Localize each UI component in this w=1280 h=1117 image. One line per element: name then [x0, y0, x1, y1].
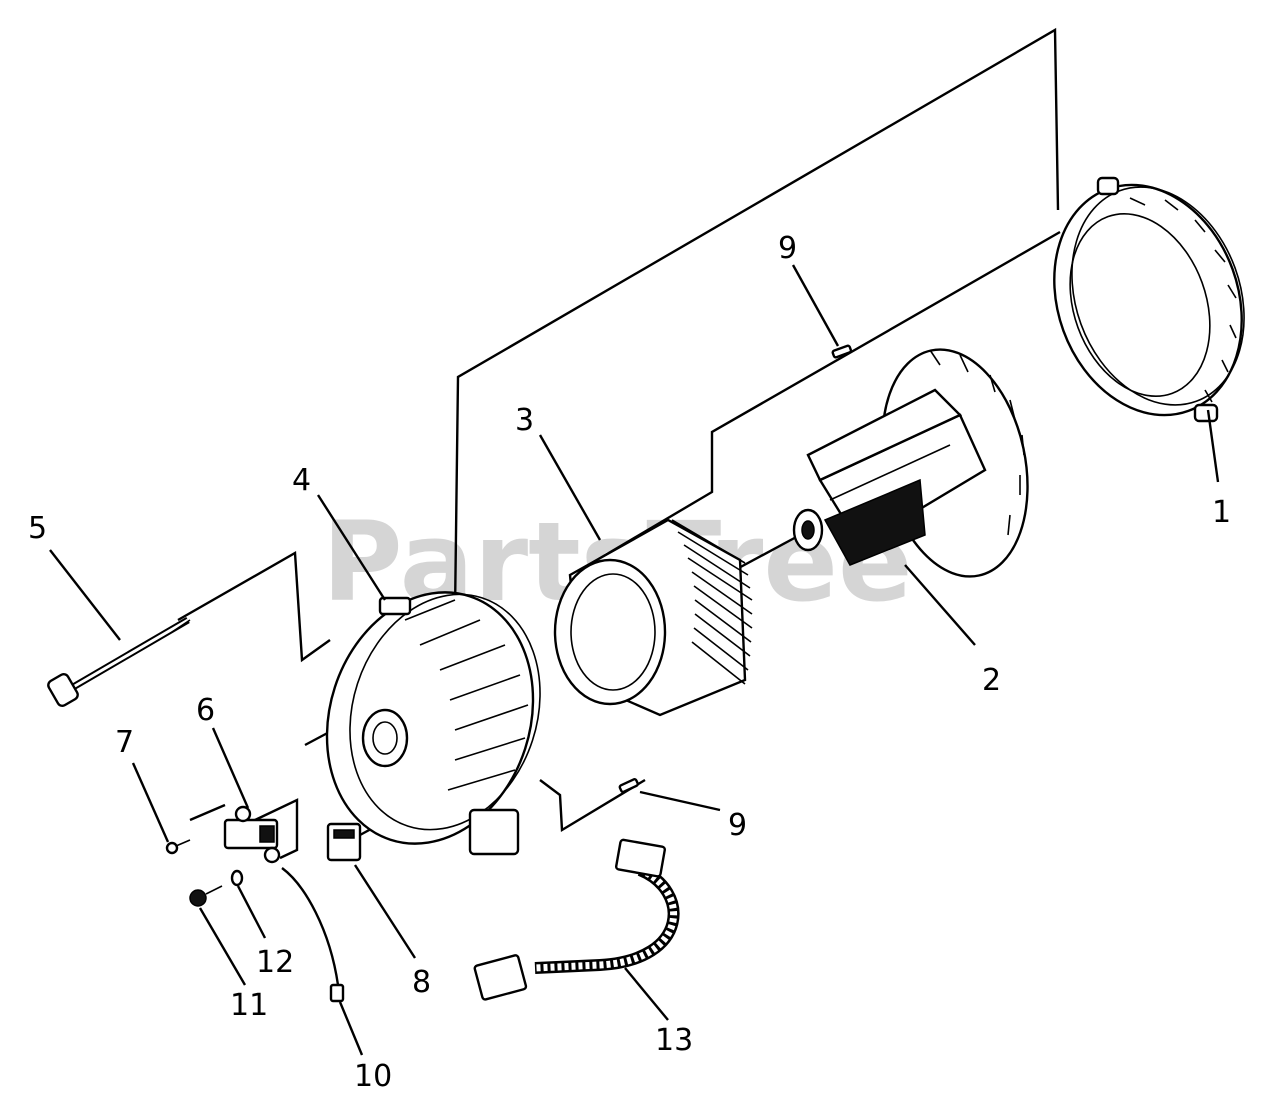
leader-1 [1206, 409, 1220, 483]
assembly-line-rotor-shaft [734, 533, 801, 572]
leader-7 [131, 762, 170, 843]
callout-1: 1 [1212, 495, 1231, 530]
part-rotor [792, 348, 1029, 578]
part-ground-screw [189, 885, 223, 907]
callout-9-bottom: 9 [728, 808, 747, 843]
assembly-line-brush [254, 798, 299, 860]
leader-9b [639, 790, 721, 812]
part-ground-wire [263, 846, 345, 1003]
callout-6: 6 [196, 693, 215, 728]
callout-12: 12 [256, 945, 294, 980]
part-through-bolt [47, 616, 191, 707]
callout-9-top: 9 [778, 231, 797, 266]
part-end-bell [325, 591, 541, 856]
callout-7: 7 [115, 725, 134, 760]
leader-10 [338, 1001, 364, 1056]
part-screw [165, 839, 191, 855]
leader-5 [49, 549, 121, 641]
leader-9a [791, 264, 840, 347]
part-rear-housing [1053, 176, 1245, 423]
callout-8: 8 [412, 965, 431, 1000]
leader-2 [904, 564, 976, 646]
callout-13: 13 [655, 1023, 693, 1058]
part-stator [553, 518, 753, 717]
leader-11 [198, 907, 247, 986]
callout-4: 4 [292, 463, 311, 498]
assembly-line-top [453, 27, 1060, 613]
part-washer [230, 869, 244, 887]
part-brush-assembly [223, 805, 279, 850]
leader-6 [211, 727, 250, 809]
part-pins [618, 344, 853, 794]
callout-11: 11 [230, 988, 268, 1023]
callout-labels: 1 2 3 4 5 6 7 8 9 9 10 11 12 13 [28, 231, 1231, 1094]
callout-2: 2 [982, 663, 1001, 698]
leader-lines [49, 264, 1220, 1056]
part-wire-harness [473, 838, 680, 1001]
leader-3 [538, 434, 602, 541]
assembly-line-screw [189, 803, 226, 822]
leader-4 [316, 494, 387, 601]
assembly-line-lower [539, 778, 646, 833]
callout-3: 3 [515, 403, 534, 438]
leader-13 [624, 967, 669, 1021]
leader-8 [353, 864, 417, 959]
callout-10: 10 [354, 1059, 392, 1094]
leader-12 [236, 885, 267, 939]
part-bearing-holder [326, 822, 362, 862]
callout-5: 5 [28, 511, 47, 546]
assembly-line-bolt [177, 551, 331, 663]
